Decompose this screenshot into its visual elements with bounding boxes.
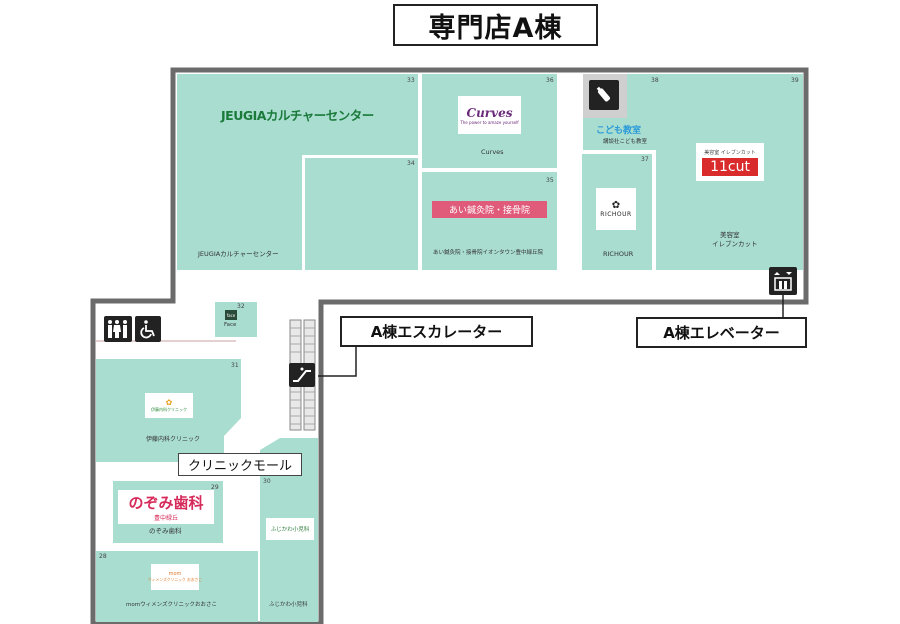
nozomi-wordmark: のぞみ歯科	[128, 494, 204, 512]
shop-35	[422, 172, 557, 270]
shop-number: 35	[546, 177, 554, 184]
shop-number: 29	[211, 484, 219, 491]
fujikawa-logo: ふじかわ小児科	[266, 518, 314, 540]
wheelchair-icon	[135, 316, 161, 342]
face-logo: face	[225, 310, 237, 320]
shop-number: 36	[546, 77, 554, 84]
nozomi-logo: のぞみ歯科 豊中緑丘	[118, 490, 214, 524]
shop-name-29: のぞみ歯科	[149, 527, 182, 535]
shop-number: 33	[407, 77, 415, 84]
escalator-icon	[289, 363, 315, 387]
shop-number: 34	[407, 160, 415, 167]
shop-name-38: 講談社こども教室	[603, 139, 648, 145]
ai-shinkyu-logo: あい鍼灸院・接骨院	[432, 201, 547, 218]
escalator-callout: A棟エスカレーター	[340, 316, 533, 347]
clinic-mall-label: クリニックモール	[178, 453, 302, 476]
page-title: 専門店A棟	[393, 4, 598, 46]
shop-number: 30	[263, 478, 271, 485]
ito-wordmark: 伊藤内科クリニック	[151, 407, 187, 412]
escalator-callout-line	[318, 346, 357, 377]
richour-mark-icon: ✿	[611, 200, 621, 211]
mom-womens-logo: mom ウィメンズクリニック おおさこ	[147, 564, 203, 590]
shop-name-32: Face	[224, 322, 237, 328]
richour-wordmark: RICHOUR	[600, 211, 632, 218]
mom-subtitle: ウィメンズクリニック おおさこ	[147, 577, 203, 582]
elevencut-logo: 美容室 イレブンカット 11cut	[696, 143, 764, 181]
shop-number: 38	[651, 77, 659, 84]
shop-name-37: RICHOUR	[603, 250, 634, 258]
shop-number: 31	[231, 362, 239, 369]
shop-name-33: JEUGIAカルチャーセンター	[198, 250, 279, 258]
elevencut-wordmark: 11cut	[702, 157, 758, 176]
ito-mark-icon: ✿	[165, 398, 173, 407]
jeugia-logo: JEUGIAカルチャーセンター	[221, 107, 374, 123]
curves-logo: Curves The power to amaze yourself	[458, 96, 521, 134]
shop-name-31: 伊藤内科クリニック	[146, 436, 201, 443]
shop-33	[177, 74, 418, 270]
ito-clinic-logo: ✿ 伊藤内科クリニック	[145, 393, 193, 418]
shop-number: 28	[99, 553, 107, 560]
shop-34	[305, 158, 418, 270]
mom-wordmark: mom	[168, 571, 182, 577]
curves-tagline: The power to amaze yourself	[460, 119, 519, 125]
baby-bottle-icon	[589, 80, 619, 110]
nozomi-sub: 豊中緑丘	[153, 515, 178, 522]
kodomo-logo: こども教室	[596, 125, 642, 136]
shop-name-39-line1: 美容室	[720, 231, 740, 239]
elevator-callout: A棟エレベーター	[636, 317, 807, 348]
elevator-icon	[769, 267, 797, 295]
elevencut-caption: 美容室 イレブンカット	[704, 149, 756, 156]
shop-number: 32	[237, 303, 245, 310]
curves-wordmark: Curves	[466, 105, 513, 120]
shop-name-39-line2: イレブンカット	[712, 240, 758, 248]
restroom-icon	[104, 316, 132, 342]
shop-number: 39	[791, 77, 799, 84]
shop-name-30: ふじかわ小児科	[269, 602, 308, 608]
shop-name-36: Curves	[481, 148, 504, 156]
shop-name-35: あい鍼灸院・接骨院イオンタウン豊中緑丘院	[433, 250, 544, 256]
richour-logo: ✿ RICHOUR	[596, 188, 636, 230]
shop-name-28: momウィメンズクリニックおおさこ	[126, 602, 217, 608]
shop-number: 37	[641, 156, 649, 163]
